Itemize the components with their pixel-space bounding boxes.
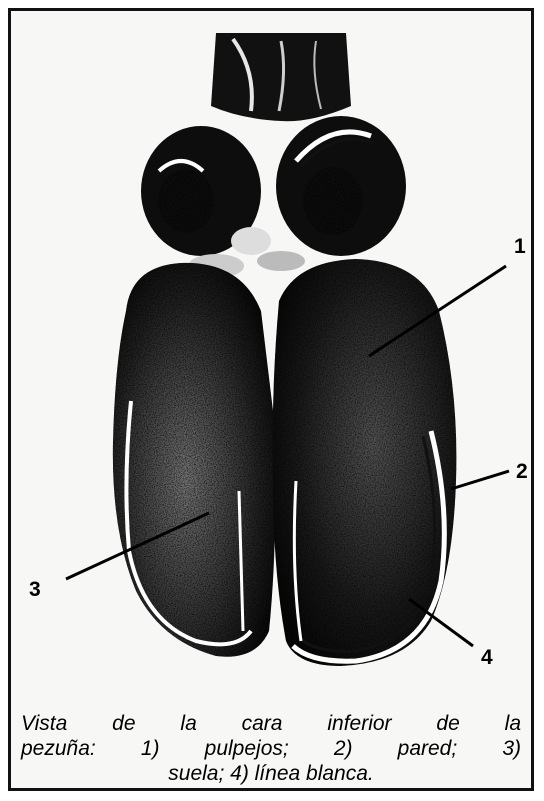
caption-line-3: suela; 4) línea blanca. bbox=[21, 761, 521, 786]
right-claw bbox=[273, 259, 457, 666]
caption-line-2: pezuña: 1) pulpejos; 2) pared; 3) bbox=[21, 736, 521, 761]
figure-caption: Vista de la cara inferior de la pezuña: … bbox=[21, 711, 521, 786]
pastern bbox=[211, 33, 351, 121]
heel-bulbs bbox=[141, 116, 406, 278]
callout-4: 4 bbox=[481, 647, 493, 668]
hoof-illustration bbox=[11, 11, 531, 711]
figure-frame: 1 2 3 4 Vista de la cara inferior de la … bbox=[8, 8, 534, 791]
leader-2 bbox=[451, 471, 509, 489]
left-claw bbox=[113, 263, 275, 657]
callout-2: 2 bbox=[516, 461, 528, 482]
callout-1: 1 bbox=[514, 236, 526, 257]
callout-3: 3 bbox=[29, 579, 41, 600]
caption-line-1: Vista de la cara inferior de la bbox=[21, 711, 521, 736]
